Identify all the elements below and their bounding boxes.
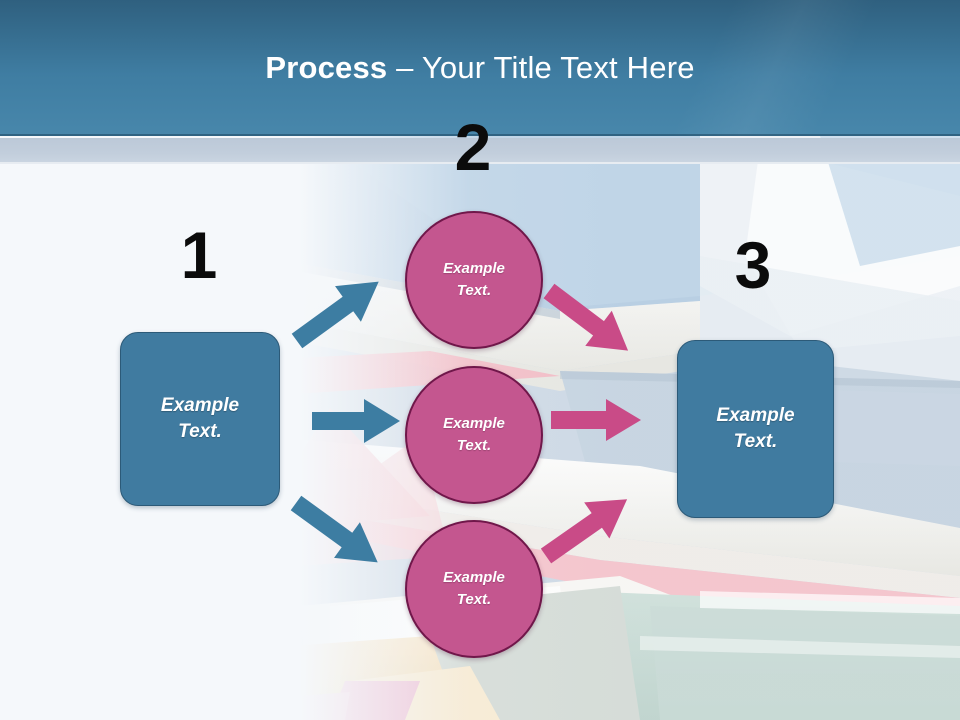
stage-three-box-line1: Example <box>716 405 795 426</box>
page-title-bold: Process <box>265 50 388 85</box>
stage-two-circle-3-text: Example Text. <box>443 567 505 611</box>
stage-two-circle-1-line1: Example <box>443 260 505 277</box>
stage-three-box-text: Example Text. <box>716 403 794 455</box>
stage-three-box-line2: Text. <box>733 431 778 452</box>
stage-one-box-line2: Text. <box>178 421 222 442</box>
title-banner <box>0 0 960 136</box>
stage-two-circle-1[interactable]: Example Text. <box>405 211 543 349</box>
stage-one-box-line1: Example <box>160 395 240 416</box>
stage-two-circle-2-text: Example Text. <box>443 413 505 457</box>
page-title-rest: – Your Title Text Here <box>387 50 695 85</box>
stage-two-circle-2[interactable]: Example Text. <box>405 366 543 504</box>
page-title: Process – Your Title Text Here <box>0 50 960 86</box>
step-number-2: 2 <box>454 110 492 184</box>
stage-two-circle-1-line2: Text. <box>456 282 492 299</box>
stage-two-circle-2-line2: Text. <box>456 437 492 454</box>
stage-two-circle-3-line1: Example <box>443 569 505 586</box>
stage-two-circle-2-line1: Example <box>443 415 505 432</box>
title-banner-accent-strip <box>0 138 960 164</box>
stage-three-box[interactable]: Example Text. <box>677 340 834 518</box>
step-number-1: 1 <box>180 218 218 292</box>
step-number-3: 3 <box>734 228 772 302</box>
stage-two-circle-3[interactable]: Example Text. <box>405 520 543 658</box>
stage-one-box[interactable]: Example Text. <box>120 332 280 506</box>
stage-two-circle-3-line2: Text. <box>456 591 492 608</box>
banner-sheen <box>540 0 960 136</box>
stage-two-circle-1-text: Example Text. <box>443 258 505 302</box>
stage-one-box-text: Example Text. <box>161 393 239 445</box>
